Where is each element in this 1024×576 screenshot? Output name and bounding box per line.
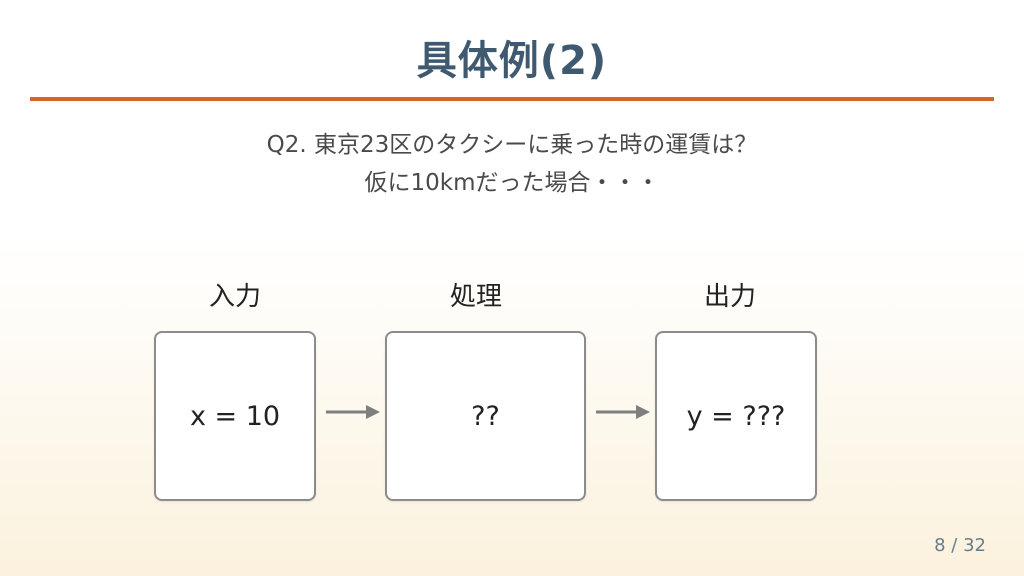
question-line-1: Q2. 東京23区のタクシーに乗った時の運賃は？ — [266, 132, 758, 158]
stage-label-input: 入力 — [208, 282, 261, 312]
arrow-right-icon — [326, 405, 380, 419]
slide-title: 具体例(2) — [416, 38, 608, 84]
stage-label-process: 処理 — [449, 282, 502, 312]
title-divider — [30, 97, 994, 101]
process-box: ?? — [385, 331, 586, 501]
arrow-right-icon — [596, 405, 650, 419]
output-value: y = ??? — [686, 400, 786, 432]
question-text: Q2. 東京23区のタクシーに乗った時の運賃は？ 仮に10kmだった場合・・・ — [0, 126, 1024, 202]
process-value: ?? — [471, 400, 500, 432]
stage-label-output: 出力 — [703, 282, 756, 312]
input-value: x = 10 — [189, 400, 281, 432]
question-line-2: 仮に10kmだった場合・・・ — [364, 170, 660, 196]
input-box: x = 10 — [154, 331, 316, 501]
page-number: 8 / 32 — [934, 535, 986, 556]
output-box: y = ??? — [655, 331, 817, 501]
